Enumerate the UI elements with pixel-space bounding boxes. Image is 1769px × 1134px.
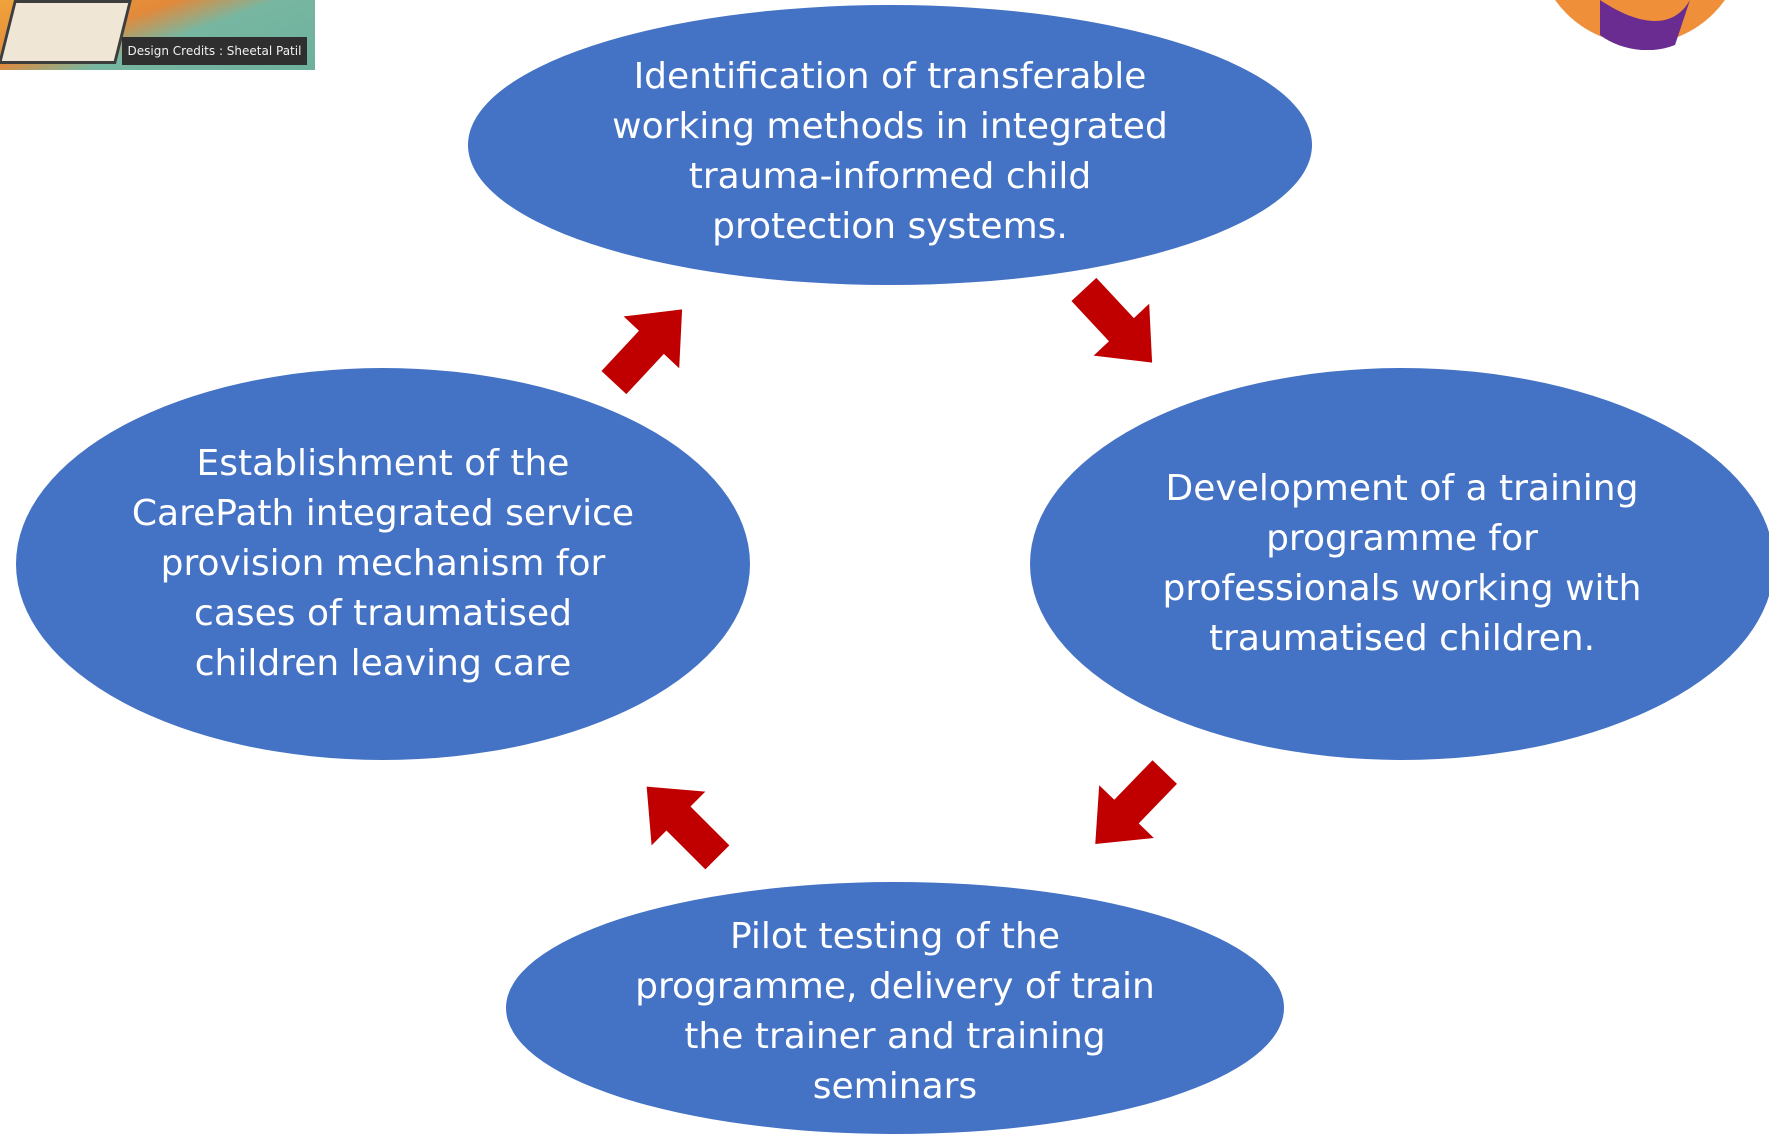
step-line: Establishment of the [196, 443, 570, 484]
step-pilot-testing: Pilot testing of the programme, delivery… [506, 882, 1284, 1134]
design-credit-thumbnail: Design Credits : Sheetal Patil [0, 0, 315, 70]
step-line: Pilot testing of the [730, 916, 1060, 957]
step-line: working methods in integrated [612, 106, 1168, 147]
step-line: cases of traumatised [194, 593, 572, 634]
step-development-text: Development of a training programme for … [1142, 464, 1662, 664]
step-line: traumatised children. [1208, 618, 1596, 659]
step-line: trauma-informed child [688, 156, 1092, 197]
step-line: the trainer and training [684, 1016, 1106, 1057]
box-illustration [0, 0, 132, 64]
design-credit-label: Design Credits : Sheetal Patil [122, 37, 307, 65]
step-line: CarePath integrated service [131, 493, 635, 534]
step-line: protection systems. [712, 206, 1068, 247]
step-establishment: Establishment of the CarePath integrated… [16, 368, 750, 760]
step-line: programme for [1266, 518, 1538, 559]
step-identification-text: Identification of transferable working m… [590, 38, 1190, 252]
step-line: programme, delivery of train [635, 966, 1155, 1007]
step-line: seminars [812, 1066, 978, 1107]
corner-logo [1540, 0, 1740, 50]
step-line: provision mechanism for [160, 543, 606, 584]
step-line: professionals working with [1162, 568, 1642, 609]
step-development: Development of a training programme for … [1030, 368, 1769, 760]
step-line: Development of a training [1165, 468, 1639, 509]
step-identification: Identification of transferable working m… [468, 5, 1312, 285]
step-line: Identification of transferable [633, 56, 1147, 97]
logo-purple-shape [1600, 0, 1690, 50]
step-line: children leaving care [194, 643, 572, 684]
step-establishment-text: Establishment of the CarePath integrated… [118, 439, 648, 689]
step-pilot-testing-text: Pilot testing of the programme, delivery… [615, 904, 1175, 1112]
